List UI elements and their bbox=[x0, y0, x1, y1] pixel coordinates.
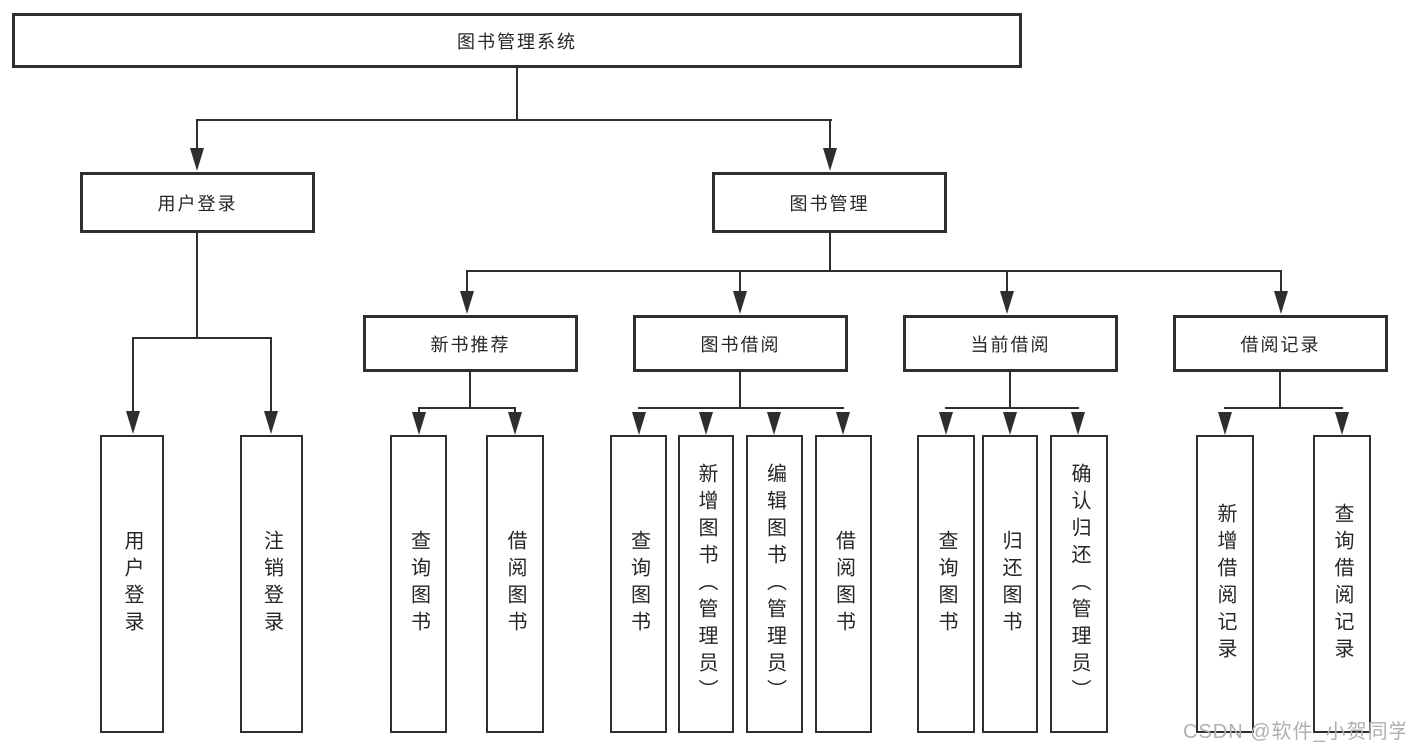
connector bbox=[466, 270, 1282, 272]
node-new-book-rec: 新书推荐 bbox=[363, 315, 578, 372]
leaf-bb-query-books: 查询图书 bbox=[610, 435, 667, 733]
node-book-mgmt: 图书管理 bbox=[712, 172, 947, 233]
arrowhead bbox=[1000, 291, 1014, 314]
connector bbox=[418, 407, 420, 416]
leaf-logout: 注销登录 bbox=[240, 435, 303, 733]
connector bbox=[418, 407, 516, 409]
connector bbox=[466, 270, 468, 293]
connector bbox=[1006, 270, 1008, 293]
leaf-bb-edit-books-admin-label: 编辑图书（管理员） bbox=[763, 462, 786, 706]
arrowhead bbox=[1274, 291, 1288, 314]
node-borrow-records-label: 借阅记录 bbox=[1240, 334, 1321, 355]
arrowhead bbox=[939, 412, 953, 435]
leaf-bb-add-books-admin: 新增图书（管理员） bbox=[678, 435, 734, 733]
arrowhead bbox=[412, 412, 426, 435]
connector bbox=[945, 407, 1079, 409]
leaf-br-query-record-label: 查询借阅记录 bbox=[1331, 503, 1353, 665]
node-root: 图书管理系统 bbox=[12, 13, 1022, 68]
connector bbox=[516, 66, 518, 120]
node-current-borrow-label: 当前借阅 bbox=[970, 334, 1051, 355]
node-book-borrow-label: 图书借阅 bbox=[700, 334, 781, 355]
node-user-login-label: 用户登录 bbox=[157, 193, 238, 214]
arrowhead bbox=[508, 412, 522, 435]
node-book-mgmt-label: 图书管理 bbox=[789, 193, 870, 214]
csdn-watermark: CSDN @软件_小贺同学 bbox=[1183, 721, 1405, 743]
arrowhead bbox=[264, 411, 278, 434]
leaf-cb-query-books: 查询图书 bbox=[917, 435, 975, 733]
arrowhead bbox=[733, 291, 747, 314]
connector bbox=[196, 119, 198, 152]
arrowhead bbox=[823, 148, 837, 171]
leaf-cb-return-books: 归还图书 bbox=[982, 435, 1038, 733]
arrowhead bbox=[126, 411, 140, 434]
connector bbox=[1009, 372, 1011, 409]
connector bbox=[196, 119, 832, 121]
leaf-logout-label: 注销登录 bbox=[260, 530, 283, 638]
arrowhead bbox=[632, 412, 646, 435]
leaf-cb-query-books-label: 查询图书 bbox=[935, 530, 957, 638]
node-root-label: 图书管理系统 bbox=[457, 31, 577, 52]
leaf-bb-add-books-admin-label: 新增图书（管理员） bbox=[695, 462, 717, 706]
arrowhead bbox=[1003, 412, 1017, 435]
node-borrow-records: 借阅记录 bbox=[1173, 315, 1388, 372]
connector bbox=[1280, 270, 1282, 293]
leaf-nbr-query-books: 查询图书 bbox=[390, 435, 447, 733]
leaf-bb-query-books-label: 查询图书 bbox=[627, 530, 650, 638]
connector bbox=[739, 270, 741, 293]
leaf-user-login-label: 用户登录 bbox=[121, 530, 143, 638]
arrowhead bbox=[767, 412, 781, 435]
leaf-br-add-record: 新增借阅记录 bbox=[1196, 435, 1254, 733]
connector bbox=[132, 337, 272, 339]
leaf-user-login: 用户登录 bbox=[100, 435, 164, 733]
leaf-bb-borrow-books-label: 借阅图书 bbox=[832, 530, 855, 638]
arrowhead bbox=[699, 412, 713, 435]
connector bbox=[829, 233, 831, 272]
connector bbox=[1224, 407, 1343, 409]
leaf-cb-confirm-return-admin-label: 确认归还（管理员） bbox=[1068, 462, 1090, 706]
node-user-login: 用户登录 bbox=[80, 172, 315, 233]
connector bbox=[270, 337, 272, 413]
connector bbox=[132, 337, 134, 413]
node-book-borrow: 图书借阅 bbox=[633, 315, 848, 372]
leaf-nbr-borrow-books: 借阅图书 bbox=[486, 435, 544, 733]
leaf-nbr-query-books-label: 查询图书 bbox=[407, 530, 430, 638]
leaf-cb-confirm-return-admin: 确认归还（管理员） bbox=[1050, 435, 1108, 733]
arrowhead bbox=[460, 291, 474, 314]
leaf-bb-edit-books-admin: 编辑图书（管理员） bbox=[746, 435, 803, 733]
leaf-nbr-borrow-books-label: 借阅图书 bbox=[504, 530, 526, 638]
leaf-bb-borrow-books: 借阅图书 bbox=[815, 435, 872, 733]
leaf-cb-return-books-label: 归还图书 bbox=[999, 530, 1021, 638]
connector bbox=[829, 119, 831, 152]
arrowhead bbox=[836, 412, 850, 435]
connector bbox=[469, 372, 471, 409]
node-current-borrow: 当前借阅 bbox=[903, 315, 1118, 372]
leaf-br-query-record: 查询借阅记录 bbox=[1313, 435, 1371, 733]
arrowhead bbox=[1071, 412, 1085, 435]
arrowhead bbox=[1218, 412, 1232, 435]
connector bbox=[1279, 372, 1281, 409]
connector bbox=[739, 372, 741, 409]
connector bbox=[196, 233, 198, 339]
leaf-br-add-record-label: 新增借阅记录 bbox=[1214, 503, 1236, 665]
connector bbox=[638, 407, 844, 409]
node-new-book-rec-label: 新书推荐 bbox=[430, 334, 511, 355]
arrowhead bbox=[1335, 412, 1349, 435]
connector bbox=[514, 407, 516, 416]
arrowhead bbox=[190, 148, 204, 171]
